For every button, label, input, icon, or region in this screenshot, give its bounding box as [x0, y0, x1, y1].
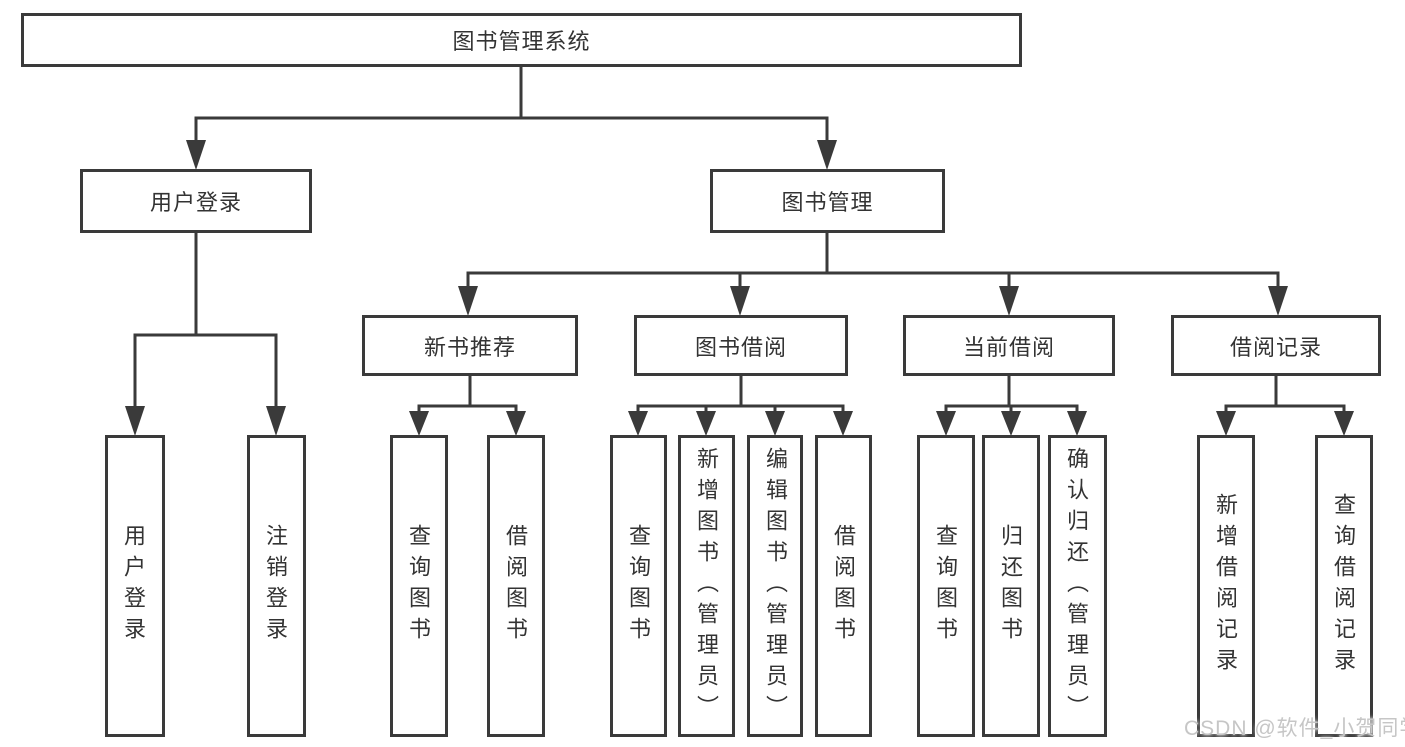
leaf-nbr-query-books: 查询图书 [390, 435, 448, 737]
leaf-cb-query-books: 查询图书 [917, 435, 975, 737]
leaf-nbr-borrow-books: 借阅图书 [487, 435, 545, 737]
leaf-user-login: 用户登录 [105, 435, 165, 737]
node-new-book-recommend: 新书推荐 [362, 315, 578, 376]
leaf-bb-query-books: 查询图书 [610, 435, 667, 737]
node-current-borrow: 当前借阅 [903, 315, 1115, 376]
node-user-login: 用户登录 [80, 169, 312, 233]
leaf-cb-confirm-return-admin: 确认归还（管理员） [1048, 435, 1107, 737]
node-root: 图书管理系统 [21, 13, 1022, 67]
leaf-br-query-record: 查询借阅记录 [1315, 435, 1373, 737]
leaf-br-add-record: 新增借阅记录 [1197, 435, 1255, 737]
leaf-logout: 注销登录 [247, 435, 306, 737]
leaf-bb-edit-book-admin: 编辑图书（管理员） [747, 435, 803, 737]
node-book-borrow: 图书借阅 [634, 315, 848, 376]
node-borrow-records: 借阅记录 [1171, 315, 1381, 376]
leaf-cb-return-books: 归还图书 [982, 435, 1040, 737]
node-book-management: 图书管理 [710, 169, 945, 233]
watermark: CSDN @软件_小贺同学 [1184, 717, 1405, 740]
leaf-bb-add-book-admin: 新增图书（管理员） [678, 435, 735, 737]
leaf-bb-borrow-books: 借阅图书 [815, 435, 872, 737]
